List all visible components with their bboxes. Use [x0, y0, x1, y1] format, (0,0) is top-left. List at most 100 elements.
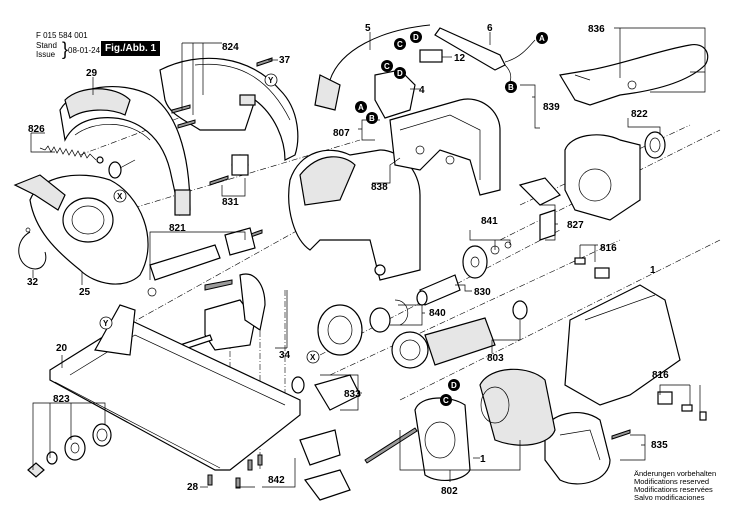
- callout-816-upper: 816: [600, 243, 617, 254]
- handle-shell-836: [559, 43, 709, 106]
- svg-text:Y: Y: [103, 319, 109, 328]
- gear-housing-cover: [564, 134, 641, 221]
- screws: [171, 57, 273, 240]
- issue-date: 08-01-24: [68, 46, 101, 55]
- long-screw: [364, 427, 418, 464]
- callout-827: 827: [567, 220, 584, 231]
- callout-831: 831: [222, 197, 239, 208]
- callout-826: 826: [28, 124, 45, 135]
- stand-label: Stand: [36, 41, 57, 50]
- svg-text:Y: Y: [268, 76, 274, 85]
- brush-holder-827: [518, 177, 561, 241]
- blade-guard-824: [159, 57, 299, 161]
- callout-842: 842: [268, 475, 285, 486]
- end-cover-835: [544, 411, 631, 485]
- callout-822: 822: [631, 109, 648, 120]
- callout-830: 830: [474, 287, 491, 298]
- carbon-brushes-816-upper: [574, 257, 610, 279]
- part-callouts: 824 37 29 826 831 821 32 25 5 6 12 4 807…: [27, 23, 669, 497]
- bearing-flange-840: [317, 299, 408, 356]
- ref-x-marker-guard: X: [113, 189, 127, 203]
- callout-32: 32: [27, 277, 39, 288]
- ref-c-switch-marker: C: [381, 60, 393, 72]
- callout-5: 5: [365, 23, 371, 34]
- spring-826: [39, 145, 104, 164]
- notice-line-fr: Modifications reservées: [634, 485, 713, 494]
- callout-835: 835: [651, 440, 668, 451]
- lower-blade-guard: [13, 174, 149, 285]
- svg-text:B: B: [508, 83, 514, 92]
- brace-symbol: }: [62, 39, 69, 59]
- retaining-ring-32: [18, 227, 47, 270]
- callout-823: 823: [53, 394, 70, 405]
- ref-x-marker-flange: X: [306, 350, 320, 364]
- callout-836: 836: [588, 24, 605, 35]
- callout-838: 838: [371, 182, 388, 193]
- figure-label: Fig./Abb. 1: [101, 41, 161, 56]
- callout-807: 807: [333, 128, 350, 139]
- ref-a-switch-marker: A: [355, 101, 367, 113]
- notice-line-de: Änderungen vorbehalten: [634, 469, 717, 478]
- connection-markers: A B C D C D A B: [99, 31, 548, 406]
- callout-841: 841: [481, 216, 498, 227]
- svg-text:B: B: [369, 114, 375, 123]
- ref-d-switch-marker: D: [394, 67, 406, 79]
- callout-1-lower: 1: [480, 454, 486, 465]
- motor-housing-838: [288, 149, 421, 281]
- field-coil-802: [479, 368, 556, 446]
- baffle-plate: [414, 397, 471, 482]
- callout-4: 4: [419, 85, 425, 96]
- callout-821: 821: [169, 223, 186, 234]
- ref-a-marker: A: [536, 32, 548, 44]
- modifications-notice: Änderungen vorbehalten Modifications res…: [634, 470, 716, 502]
- guard-bolt: [108, 159, 136, 179]
- gear-841: [462, 241, 512, 279]
- guide-842: [299, 429, 351, 501]
- callout-824: 824: [222, 42, 239, 53]
- callout-6: 6: [487, 23, 493, 34]
- svg-text:D: D: [451, 381, 457, 390]
- ref-b-switch-marker: B: [366, 112, 378, 124]
- blade-washers-823: [27, 423, 112, 478]
- connector-12: [419, 49, 443, 63]
- svg-text:C: C: [384, 62, 390, 71]
- ref-c-marker: C: [394, 38, 406, 50]
- callout-1-upper: 1: [650, 265, 656, 276]
- callout-839: 839: [543, 102, 560, 113]
- svg-text:X: X: [310, 353, 316, 362]
- svg-text:A: A: [358, 103, 364, 112]
- clamp-833: [291, 374, 361, 411]
- ref-y-marker-guard: Y: [264, 73, 278, 87]
- ref-d-coil-marker: D: [448, 379, 460, 391]
- base-screws: [207, 454, 263, 489]
- callout-34: 34: [279, 350, 291, 361]
- armature-803: [391, 300, 528, 369]
- drawing-part-number: F 015 584 001: [36, 31, 88, 40]
- callout-833: 833: [344, 389, 361, 400]
- sleeve-831: [231, 154, 249, 176]
- switch-4: [374, 69, 416, 119]
- motor-shell-1: [564, 284, 681, 406]
- power-cable-5: [314, 24, 431, 111]
- svg-text:A: A: [539, 34, 545, 43]
- callout-28: 28: [187, 482, 199, 493]
- ref-b-marker: B: [505, 81, 517, 93]
- svg-text:D: D: [397, 69, 403, 78]
- cable-sleeve-6: [434, 27, 536, 89]
- carbon-brushes-816-lower: [657, 391, 707, 421]
- callout-802: 802: [441, 486, 458, 497]
- callout-25: 25: [79, 287, 91, 298]
- upper-blade-guard: [59, 85, 191, 216]
- stand-issue-label: Stand Issue: [36, 41, 57, 59]
- callout-29: 29: [86, 68, 98, 79]
- callout-840: 840: [429, 308, 446, 319]
- notice-line-en: Modifications reserved: [634, 477, 710, 486]
- callout-816-lower: 816: [652, 370, 669, 381]
- handle-frame: [389, 98, 501, 196]
- ref-y-marker-base: Y: [99, 316, 113, 330]
- callout-12: 12: [454, 53, 466, 64]
- spindle-830: [416, 274, 461, 306]
- svg-text:D: D: [413, 33, 419, 42]
- svg-text:X: X: [117, 192, 123, 201]
